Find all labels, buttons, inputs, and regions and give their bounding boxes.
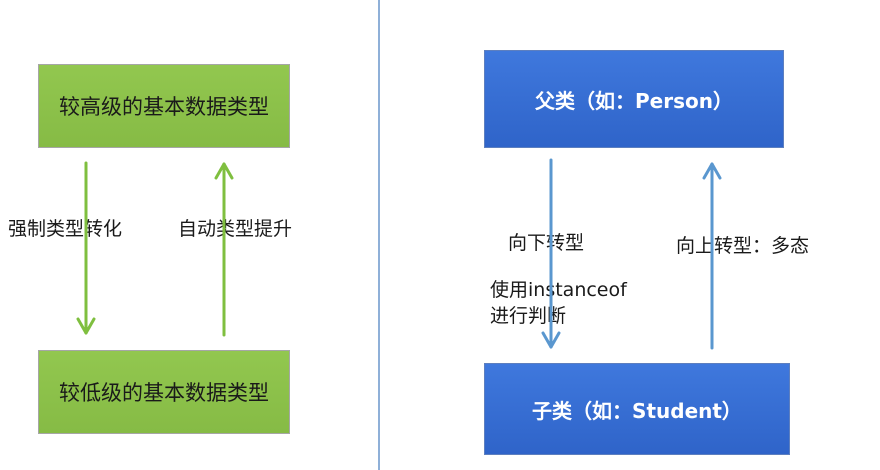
higher-primitive-type-label: 较高级的基本数据类型 [59, 95, 269, 119]
forced-cast-label: 强制类型转化 [8, 218, 123, 240]
vertical-divider [378, 0, 380, 470]
instanceof-note-line1: 使用instanceof [490, 279, 627, 301]
instanceof-note-line2: 进行判断 [490, 305, 567, 327]
lower-primitive-type-box: 较低级的基本数据类型 [38, 350, 290, 434]
child-class-box: 子类（如：Student） [484, 363, 790, 455]
parent-class-label: 父类（如：Person） [535, 88, 733, 113]
upcast-polymorphism-label: 向上转型：多态 [676, 235, 810, 257]
higher-primitive-type-box: 较高级的基本数据类型 [38, 64, 290, 148]
child-class-label: 子类（如：Student） [532, 398, 742, 423]
left-down-arrow [76, 161, 96, 335]
left-up-arrow [214, 162, 234, 337]
lower-primitive-type-label: 较低级的基本数据类型 [59, 381, 269, 405]
downcast-label: 向下转型 [508, 232, 585, 254]
right-up-arrow [702, 162, 722, 350]
parent-class-box: 父类（如：Person） [484, 50, 784, 148]
auto-promotion-label: 自动类型提升 [178, 218, 293, 240]
right-down-arrow [541, 158, 561, 349]
